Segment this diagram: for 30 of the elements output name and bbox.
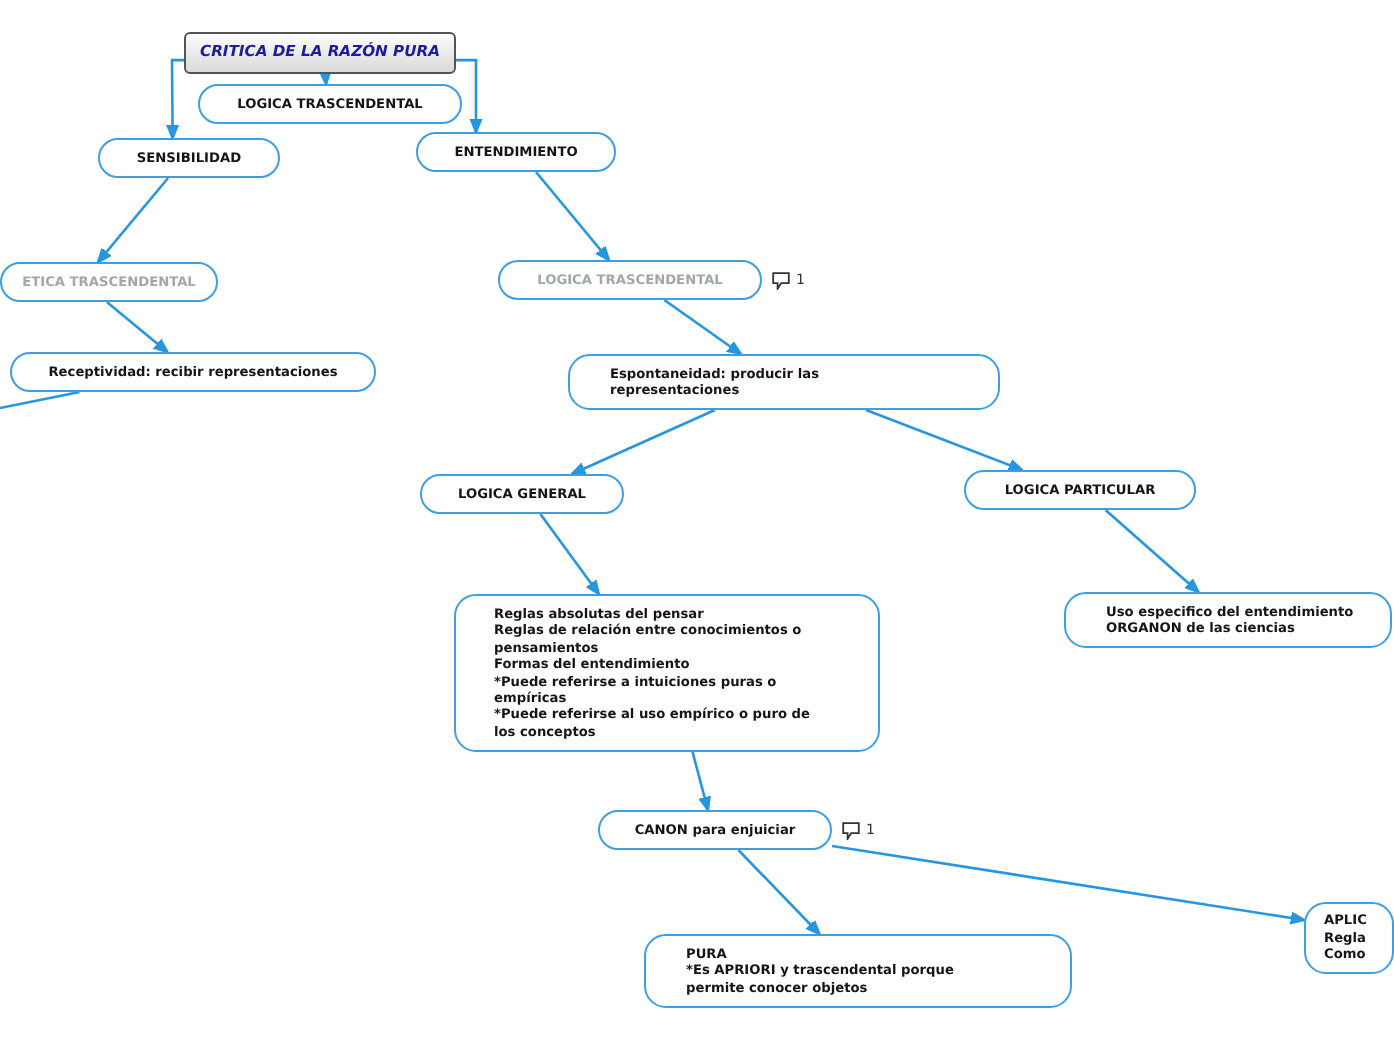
arrow [318, 69, 332, 86]
topic-box [98, 138, 280, 178]
arrow [106, 301, 169, 354]
connector-line [0, 390, 80, 410]
topic-box [644, 934, 1072, 1008]
arrow [737, 849, 821, 936]
topic-box [416, 132, 616, 172]
arrow [166, 58, 184, 140]
arrow [691, 751, 711, 812]
arrow [539, 513, 601, 596]
arrow [1104, 509, 1200, 594]
topic-box [964, 470, 1196, 510]
topic-box [498, 260, 762, 300]
topic-box [420, 474, 624, 514]
topic-box [198, 84, 462, 124]
arrow [535, 171, 611, 262]
arrow [663, 298, 743, 356]
topic-box [0, 262, 218, 302]
arrow [865, 408, 1024, 472]
topic-box [568, 354, 1000, 410]
central-topic-box [184, 32, 456, 74]
arrow [456, 58, 483, 134]
topic-box [1064, 592, 1392, 648]
topic-box [1304, 902, 1394, 974]
topic-box [10, 352, 376, 392]
topic-box [454, 594, 880, 752]
arrow [570, 408, 716, 476]
arrow [96, 177, 170, 264]
topic-box [598, 810, 832, 850]
arrow [831, 844, 1306, 925]
